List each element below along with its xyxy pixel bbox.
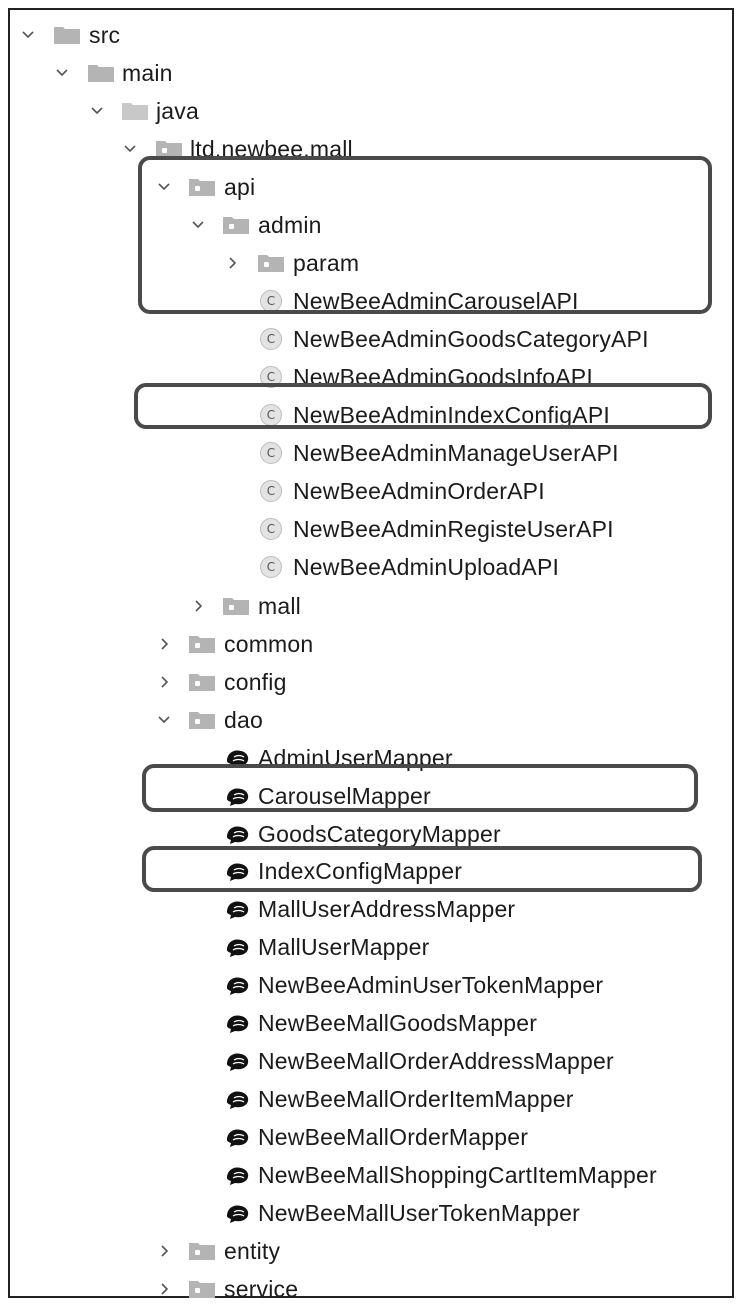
mybatis-mapper-icon: [227, 1053, 249, 1071]
mybatis-mapper-icon: [227, 1015, 249, 1033]
chevron-down-icon[interactable]: [154, 169, 174, 205]
tree-node-label: common: [224, 631, 314, 657]
folder-icon: [122, 103, 148, 120]
highlight-box-api: [138, 156, 712, 314]
tree-node-label: entity: [224, 1238, 281, 1264]
class-icon: C: [260, 442, 282, 464]
tree-node-label: java: [156, 98, 199, 124]
tree-node-label: MallUserMapper: [258, 934, 430, 960]
mybatis-mapper-icon: [227, 863, 249, 881]
tree-node-label: NewBeeMallOrderAddressMapper: [258, 1048, 614, 1074]
folder-icon: [88, 65, 114, 82]
chevron-down-icon[interactable]: [18, 17, 38, 53]
tree-node-label: NewBeeAdminOrderAPI: [293, 478, 545, 504]
mybatis-mapper-icon: [227, 826, 249, 844]
mybatis-mapper-icon: [227, 1129, 249, 1147]
tree-node-label: dao: [224, 707, 263, 733]
mybatis-mapper-icon: [227, 1091, 249, 1109]
tree-node-label: NewBeeMallOrderItemMapper: [258, 1086, 574, 1112]
tree-node-label: NewBeeAdminIndexConfigAPI: [293, 402, 610, 428]
mybatis-mapper-icon: [227, 750, 249, 768]
mybatis-mapper-icon: [227, 1167, 249, 1185]
tree-node-label: GoodsCategoryMapper: [258, 821, 501, 847]
tree-node-label: main: [122, 60, 173, 86]
chevron-right-icon[interactable]: [222, 245, 242, 281]
tree-node-label: NewBeeAdminUploadAPI: [293, 554, 560, 580]
tree-node-label: NewBeeAdminManageUserAPI: [293, 440, 619, 466]
package-folder-icon: [223, 217, 249, 234]
highlight-box-index-config-api: [134, 383, 712, 429]
chevron-right-icon[interactable]: [188, 588, 208, 624]
chevron-right-icon[interactable]: [154, 664, 174, 700]
tree-node-label: NewBeeMallOrderMapper: [258, 1124, 529, 1150]
package-folder-icon: [189, 179, 215, 196]
tree-node-label: NewBeeAdminCarouselAPI: [293, 288, 579, 314]
chevron-right-icon[interactable]: [154, 1233, 174, 1269]
chevron-down-icon[interactable]: [87, 93, 107, 129]
class-icon: C: [260, 518, 282, 540]
tree-node-label: config: [224, 669, 287, 695]
tree-node-label: mall: [258, 593, 301, 619]
chevron-down-icon[interactable]: [52, 55, 72, 91]
mybatis-mapper-icon: [227, 788, 249, 806]
tree-node-label: CarouselMapper: [258, 783, 431, 809]
package-folder-icon: [189, 712, 215, 729]
project-tree-panel: src main java ltd.newbee.mall api admin …: [8, 8, 734, 1302]
tree-node-label: NewBeeMallGoodsMapper: [258, 1010, 538, 1036]
package-folder-icon: [189, 636, 215, 653]
tree-node-label: src: [89, 22, 121, 48]
highlight-box-carousel-mapper: [142, 764, 698, 812]
package-folder-icon: [189, 1281, 215, 1298]
tree-node-label: NewBeeAdminGoodsCategoryAPI: [293, 326, 649, 352]
mybatis-mapper-icon: [227, 939, 249, 957]
tree-node-label: NewBeeMallShoppingCartItemMapper: [258, 1162, 657, 1188]
class-icon: C: [260, 556, 282, 578]
tree-node-label: NewBeeAdminRegisteUserAPI: [293, 516, 614, 542]
tree-node-label: service: [224, 1276, 299, 1302]
class-icon: C: [260, 290, 282, 312]
chevron-right-icon[interactable]: [154, 1271, 174, 1307]
tree-node-label: admin: [258, 212, 322, 238]
package-folder-icon: [189, 1243, 215, 1260]
mybatis-mapper-icon: [227, 1205, 249, 1223]
tree-node-label: IndexConfigMapper: [258, 858, 463, 884]
chevron-right-icon[interactable]: [154, 626, 174, 662]
tree-node-label: api: [224, 174, 256, 200]
class-icon: C: [260, 328, 282, 350]
tree-node-label: NewBeeMallUserTokenMapper: [258, 1200, 581, 1226]
chevron-down-icon[interactable]: [154, 702, 174, 738]
chevron-down-icon[interactable]: [120, 131, 140, 167]
highlight-box-index-config-mapper: [142, 846, 702, 892]
mybatis-mapper-icon: [227, 901, 249, 919]
chevron-down-icon[interactable]: [188, 207, 208, 243]
class-icon: C: [260, 366, 282, 388]
class-icon: C: [260, 480, 282, 502]
package-folder-icon: [156, 141, 182, 158]
tree-node-label: param: [293, 250, 360, 276]
folder-icon: [54, 27, 80, 44]
tree-node-label: NewBeeAdminUserTokenMapper: [258, 972, 604, 998]
package-folder-icon: [189, 674, 215, 691]
mybatis-mapper-icon: [227, 977, 249, 995]
package-folder-icon: [223, 598, 249, 615]
package-folder-icon: [258, 255, 284, 272]
tree-node-label: MallUserAddressMapper: [258, 896, 516, 922]
